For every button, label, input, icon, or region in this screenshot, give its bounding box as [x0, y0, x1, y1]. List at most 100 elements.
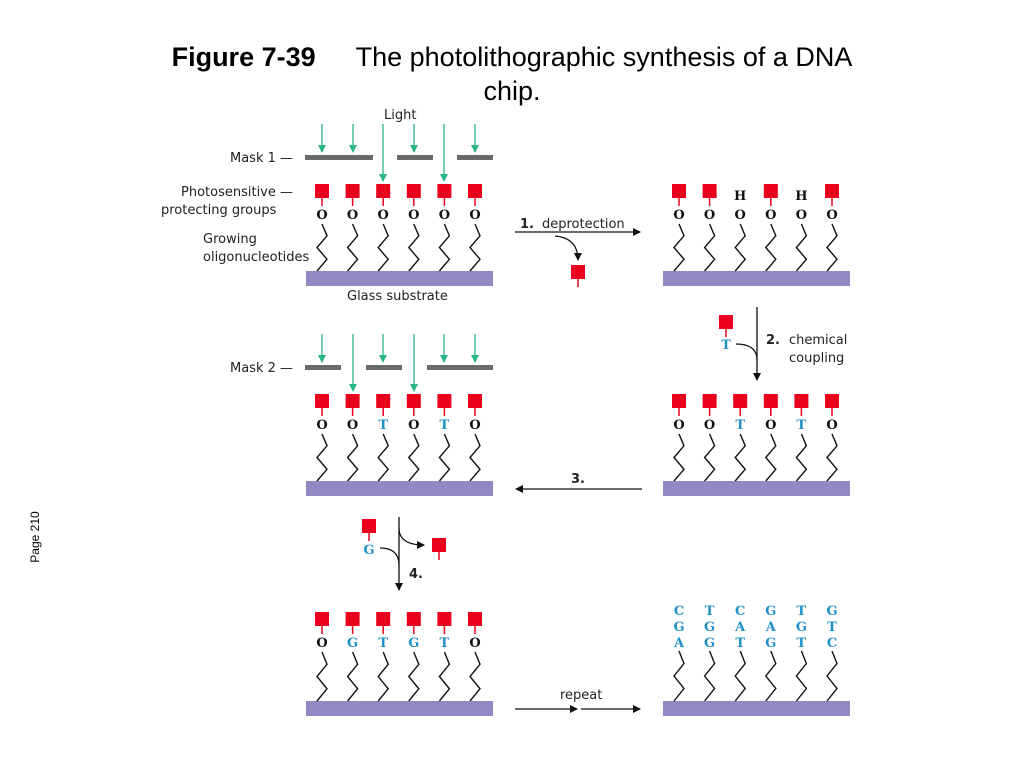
mask2-light-arrows [318, 334, 479, 392]
mask1-bar [397, 155, 433, 160]
mask1-bar [457, 155, 493, 160]
figure-number: Figure 7-39 [171, 42, 316, 72]
oligonucleotide-strand [377, 223, 390, 272]
protecting-group [406, 184, 421, 198]
nucleotide-label: O [704, 208, 715, 223]
nucleotide-label: G [765, 636, 776, 651]
nucleotide-label: C [674, 604, 684, 619]
nucleotide-label: T [797, 604, 807, 619]
oligonucleotide-strand [826, 223, 838, 272]
nucleotide-label: T [735, 418, 745, 433]
protecting-group [468, 394, 482, 408]
mask2-bar [427, 365, 493, 370]
mask1 [305, 155, 493, 160]
oligonucleotide-strand [438, 651, 451, 702]
nucleotide-label: O [316, 636, 327, 651]
oligonucleotide-strand [734, 433, 747, 482]
oligonucleotide-strand [826, 650, 838, 702]
mask1-light-arrows [318, 124, 479, 182]
oligonucleotide-strand [673, 433, 685, 482]
step4-release-arrow [398, 527, 425, 549]
oligonucleotide-strand [826, 433, 838, 482]
protecting-group [345, 394, 360, 408]
nucleotide-label: O [796, 208, 807, 223]
mask2-label: Mask 2 — [230, 361, 293, 376]
protecting-group [794, 394, 809, 408]
nucleotide-label: O [347, 418, 358, 433]
protecting-group [345, 612, 360, 626]
hydrogen-label: H [795, 189, 807, 204]
mask1-label: Mask 1 — [230, 151, 293, 166]
step2-join-curve [735, 343, 758, 361]
protecting-group [315, 394, 329, 408]
protecting-group [763, 394, 778, 408]
protecting-group [825, 184, 839, 198]
oligonucleotide-strand [764, 433, 777, 482]
nucleotide-label: O [765, 418, 776, 433]
nucleotide-label: O [347, 208, 358, 223]
protecting-group [345, 184, 360, 198]
nucleotide-label: T [797, 418, 807, 433]
nucleotide-label: G [347, 636, 358, 651]
nucleotide-label: O [469, 636, 480, 651]
nucleotide-label: O [408, 418, 419, 433]
mask2 [305, 365, 493, 370]
nucleotide-label: O [673, 208, 684, 223]
nucleotide-label: T [705, 604, 715, 619]
nucleotide-label: T [378, 418, 388, 433]
oligonucleotide-strand [795, 650, 808, 702]
protecting-group [763, 184, 778, 198]
protecting-group [468, 184, 482, 198]
oligonucleotide-strand [764, 650, 777, 702]
glass-substrate [663, 701, 850, 716]
nucleotide-label: O [826, 418, 837, 433]
caption-line1: The photolithographic synthesis of a DNA [355, 42, 853, 72]
protecting-group-icon [432, 538, 446, 552]
mask1-bar [305, 155, 373, 160]
nucleotide-label: G [704, 620, 715, 635]
oligonucleotide-strand [377, 433, 390, 482]
oligonucleotide-strand [438, 223, 451, 272]
protecting-group [437, 394, 452, 408]
released-protecting-group [571, 265, 585, 287]
protecting-group [437, 612, 452, 626]
step2-label-1: chemical [789, 333, 847, 348]
nucleotide-label: O [469, 418, 480, 433]
glass-substrate [663, 271, 850, 286]
step2-base: T [721, 338, 731, 353]
oligonucleotide-strand [407, 433, 420, 482]
photosensitive-label: Photosensitive — [181, 185, 293, 200]
oligonucleotide-strand [407, 651, 420, 702]
protecting-group-icon [571, 265, 585, 279]
oligonucleotide-strand [438, 433, 451, 482]
oligonucleotide-strand [734, 650, 747, 702]
nucleotide-label: G [826, 604, 837, 619]
nucleotide-label: A [673, 636, 685, 651]
protecting-group [468, 612, 482, 626]
figure-title: Figure 7-39 The photolithographic synthes… [0, 40, 1024, 108]
glass-substrate [306, 701, 493, 716]
nucleotide-label: O [378, 208, 389, 223]
step4-join-curve [379, 547, 400, 566]
oligonucleotide-strand [316, 651, 328, 702]
nucleotide-label: T [440, 418, 450, 433]
released-protecting-group [432, 538, 446, 560]
nucleotide-label: O [704, 418, 715, 433]
oligonucleotide-strand [469, 223, 481, 272]
protecting-group [702, 394, 717, 408]
step4-reagent: G [362, 519, 376, 558]
glass-substrate-label: Glass substrate [347, 289, 448, 304]
oligonucleotide-strand [703, 433, 716, 482]
mask2-bar [305, 365, 341, 370]
nucleotide-label: C [735, 604, 745, 619]
oligonucleotide-strand [377, 651, 390, 702]
oligonucleotide-strand [316, 433, 328, 482]
protecting-group [672, 184, 686, 198]
oligonucleotide-strand [346, 651, 359, 702]
nucleotide-label: O [469, 208, 480, 223]
oligonucleotide-strand [346, 433, 359, 482]
